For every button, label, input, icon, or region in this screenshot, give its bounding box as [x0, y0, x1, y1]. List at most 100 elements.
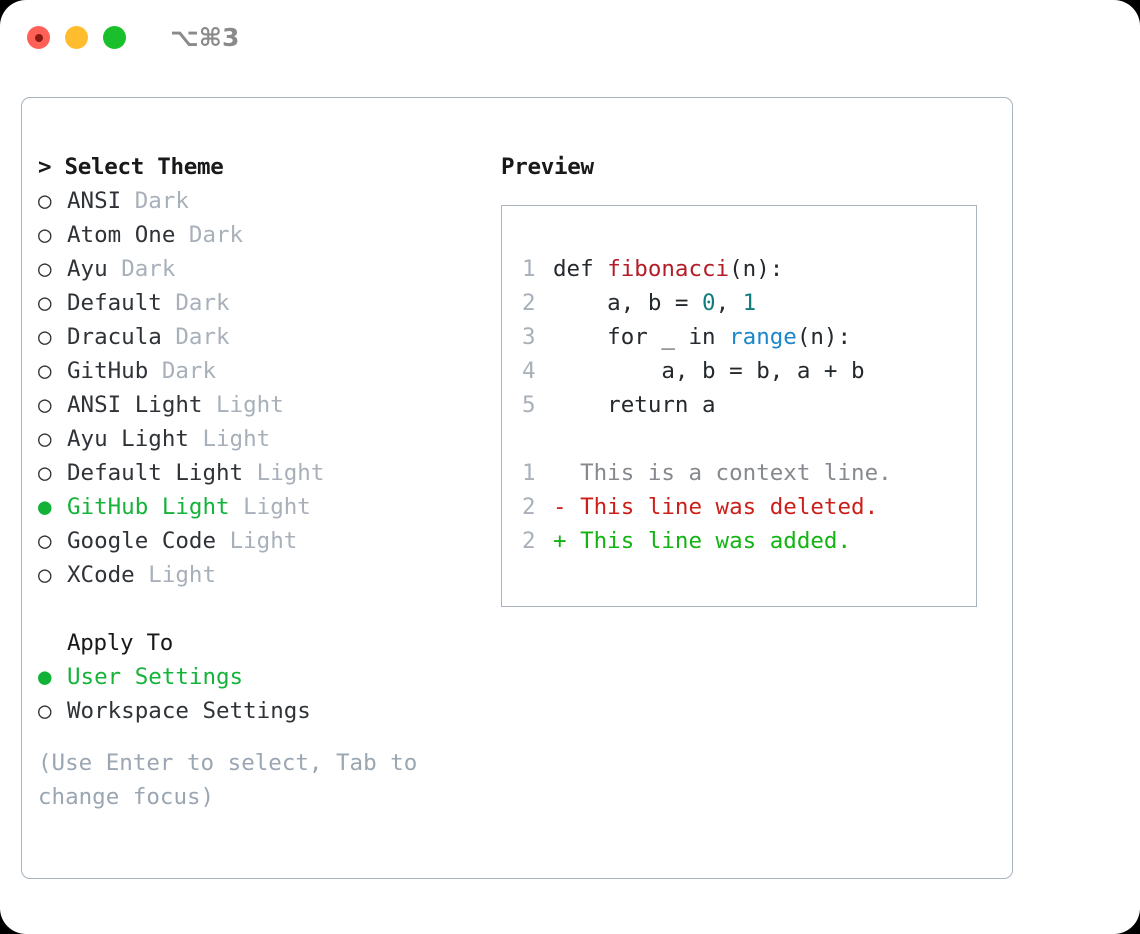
theme-option[interactable]: ○GitHub Dark: [38, 354, 488, 388]
theme-picker-card: > Select Theme ○ANSI Dark○Atom One Dark○…: [21, 97, 1013, 879]
theme-option-tag: Light: [148, 562, 217, 588]
minimize-button-icon[interactable]: [65, 26, 88, 49]
code-token: a, b =: [553, 290, 703, 316]
select-theme-header: > Select Theme: [38, 150, 488, 184]
code-line: 2 a, b = 0, 1: [522, 286, 976, 320]
line-number: 1: [522, 460, 536, 486]
spacer: [108, 256, 122, 282]
keyboard-hint: (Use Enter to select, Tab to change focu…: [38, 750, 431, 810]
apply-to-option[interactable]: ● User Settings: [38, 660, 488, 694]
diff-sample: 1 This is a context line.2- This line wa…: [522, 456, 976, 558]
radio-unselected-icon: ○: [38, 222, 52, 248]
window-controls: [27, 26, 126, 49]
code-token: 0: [702, 290, 716, 316]
line-number: 2: [522, 290, 536, 316]
radio-unselected-icon: ○: [38, 460, 52, 486]
radio-unselected-icon: ○: [38, 392, 52, 418]
theme-option[interactable]: ○ XCode Light: [38, 558, 488, 592]
theme-option[interactable]: ○ Atom One Dark: [38, 218, 488, 252]
apply-to-option[interactable]: ○ Workspace Settings: [38, 694, 488, 728]
theme-option[interactable]: ○Default Dark: [38, 286, 488, 320]
close-button-icon[interactable]: [27, 26, 50, 49]
theme-option[interactable]: ○Ayu Light Light: [38, 422, 488, 456]
theme-option-label: Atom One: [67, 222, 176, 248]
spacer: [148, 358, 162, 384]
theme-option-tag: Light: [202, 426, 271, 452]
apply-to-option-label: User Settings: [67, 664, 244, 690]
line-number: 1: [522, 256, 536, 282]
spacer: [135, 562, 149, 588]
theme-option[interactable]: ○ Google Code Light: [38, 524, 488, 558]
code-token: (n):: [796, 324, 852, 350]
radio-unselected-icon: ○: [38, 324, 52, 350]
spacer: [243, 460, 257, 486]
theme-option[interactable]: ○ Dracula Dark: [38, 320, 488, 354]
code-token: fibonacci: [607, 256, 730, 282]
theme-option[interactable]: ○ ANSI Light Light: [38, 388, 488, 422]
theme-option[interactable]: ○ANSI Dark: [38, 184, 488, 218]
theme-option-label: Ayu Light: [67, 426, 189, 452]
code-token: for _ in: [553, 324, 730, 350]
theme-option-label: ANSI: [67, 188, 122, 214]
theme-option-tag: Dark: [121, 256, 176, 282]
theme-option-tag: Dark: [161, 358, 217, 384]
theme-option-label: XCode: [67, 562, 135, 588]
apply-to-list: ● User Settings ○ Workspace Settings: [38, 660, 488, 728]
spacer: [230, 494, 244, 520]
spacer: [189, 426, 203, 452]
maximize-button-icon[interactable]: [103, 26, 126, 49]
code-token: a, b = b, a + b: [553, 358, 865, 384]
section-spacer: [38, 592, 488, 626]
diff-text: This line was deleted.: [580, 494, 879, 520]
apply-to-option-label: Workspace Settings: [67, 698, 311, 724]
keyboard-shortcut-label: ⌥⌘3: [170, 23, 240, 52]
theme-option-tag: Dark: [175, 290, 230, 316]
theme-option-label: Default Light: [67, 460, 244, 486]
diff-text: This is a context line.: [580, 460, 892, 486]
theme-option[interactable]: ●GitHub Light Light: [38, 490, 488, 524]
theme-option-tag: Light: [243, 494, 311, 520]
diff-line: 1 This is a context line.: [522, 456, 976, 490]
apply-to-header: Apply To: [67, 630, 173, 656]
line-number: 2: [522, 528, 536, 554]
line-number: 4: [522, 358, 536, 384]
code-line: 4 a, b = b, a + b: [522, 354, 976, 388]
radio-unselected-icon: ○: [38, 528, 52, 554]
theme-option-label: Ayu: [67, 256, 108, 282]
code-token: 1: [742, 290, 757, 316]
radio-unselected-icon: ○: [38, 562, 52, 588]
theme-option-label: GitHub: [67, 358, 149, 384]
theme-option-tag: Dark: [175, 324, 230, 350]
diff-marker: [553, 460, 580, 486]
theme-option[interactable]: ○ Default Light Light: [38, 456, 488, 490]
diff-line: 2+ This line was added.: [522, 524, 976, 558]
code-diff-spacer: [522, 422, 976, 456]
select-theme-title: Select Theme: [64, 154, 224, 180]
line-number: 5: [522, 392, 536, 418]
code-line: 5 return a: [522, 388, 976, 422]
code-token: (n):: [729, 256, 784, 282]
line-number: 3: [522, 324, 536, 350]
theme-option-label: ANSI Light: [67, 392, 203, 418]
spacer: [162, 290, 176, 316]
theme-option-tag: Dark: [188, 222, 244, 248]
code-token: return a: [553, 392, 716, 418]
theme-option-tag: Light: [216, 392, 284, 418]
radio-selected-icon: ●: [38, 664, 52, 690]
code-line: 3 for _ in range(n):: [522, 320, 976, 354]
theme-option-label: Default: [67, 290, 162, 316]
prompt-caret-icon: >: [38, 154, 52, 180]
spacer: [162, 324, 176, 350]
preview-title: Preview: [501, 154, 594, 180]
theme-option-tag: Light: [229, 528, 298, 554]
theme-option[interactable]: ○Ayu Dark: [38, 252, 488, 286]
theme-option-label: GitHub Light: [67, 494, 230, 520]
theme-option-label: Google Code: [67, 528, 217, 554]
select-theme-header-label: [51, 154, 64, 180]
theme-option-label: Dracula: [67, 324, 162, 350]
theme-option-tag: Light: [256, 460, 325, 486]
spacer: [121, 188, 135, 214]
radio-unselected-icon: ○: [38, 698, 52, 724]
